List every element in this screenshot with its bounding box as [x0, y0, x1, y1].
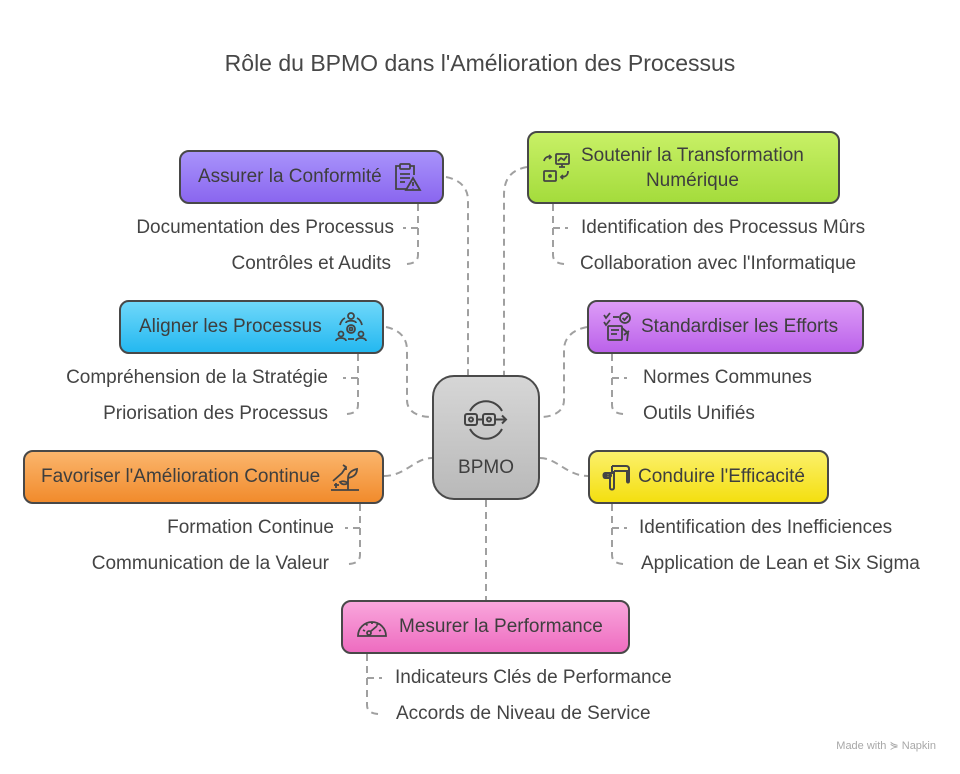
- center-label: BPMO: [458, 457, 514, 478]
- branch-transformation: Soutenir la Transformation Numérique: [527, 131, 840, 204]
- connector-transformation: [503, 166, 528, 375]
- child-item: Contrôles et Audits: [231, 253, 391, 274]
- branch-label: Conduire l'Efficacité: [638, 466, 805, 487]
- child-item: Indicateurs Clés de Performance: [395, 667, 672, 688]
- connector-conformite: [445, 176, 469, 375]
- child-item: Identification des Inefficiences: [639, 517, 893, 538]
- connector-aligner: [385, 326, 433, 418]
- child-item: Formation Continue: [167, 517, 334, 538]
- speedometer-icon: [357, 621, 387, 637]
- branch-label: Assurer la Conformité: [198, 166, 382, 187]
- napkin-credit: Made with ⋟ Napkin: [836, 740, 936, 752]
- branch-conformite: Assurer la Conformité: [179, 150, 444, 204]
- branch-performance: Mesurer la Performance: [341, 600, 630, 654]
- child-item: Accords de Niveau de Service: [396, 703, 651, 724]
- child-item: Documentation des Processus: [136, 217, 394, 238]
- clipboard-warning-icon: [394, 163, 422, 191]
- child-item: Application de Lean et Six Sigma: [641, 553, 920, 574]
- child-item: Normes Communes: [643, 367, 812, 388]
- branch-label: Aligner les Processus: [139, 316, 322, 337]
- child-item: Compréhension de la Stratégie: [66, 367, 328, 388]
- connector-amelioration: [383, 457, 433, 477]
- child-item: Outils Unifiés: [643, 403, 755, 424]
- diagram-title: Rôle du BPMO dans l'Amélioration des Pro…: [224, 50, 736, 76]
- branch-label: Favoriser l'Amélioration Continue: [41, 466, 321, 487]
- child-item: Collaboration avec l'Informatique: [580, 253, 857, 274]
- checklist-hand-icon: [603, 312, 631, 342]
- center-node-bpmo: BPMO: [432, 375, 540, 500]
- branch-label: Standardiser les Efforts: [641, 316, 839, 337]
- branch-aligner: Aligner les Processus: [119, 300, 384, 354]
- pipe-flow-icon: [602, 465, 630, 491]
- branch-label: Mesurer la Performance: [399, 616, 603, 637]
- team-gear-icon: [334, 312, 367, 342]
- process-flow-icon: [464, 400, 508, 440]
- plant-growth-icon: [331, 464, 360, 491]
- branch-efficacite: Conduire l'Efficacité: [588, 450, 829, 504]
- connector-efficacite: [539, 457, 589, 477]
- child-item: Communication de la Valeur: [91, 553, 329, 574]
- connector-standardiser: [539, 326, 588, 418]
- child-item: Priorisation des Processus: [103, 403, 328, 424]
- branch-label: Soutenir la Transformation Numérique: [581, 144, 804, 191]
- digital-transformation-icon: [543, 152, 570, 182]
- branch-standardiser: Standardiser les Efforts: [587, 300, 864, 354]
- child-item: Identification des Processus Mûrs: [581, 217, 866, 238]
- branch-amelioration: Favoriser l'Amélioration Continue: [23, 450, 384, 504]
